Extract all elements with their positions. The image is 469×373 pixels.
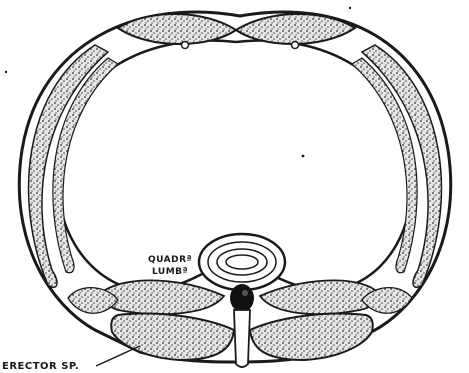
speck bbox=[302, 155, 305, 158]
erector-spinae-right bbox=[250, 313, 373, 360]
epigastric-vessel-left bbox=[182, 42, 189, 49]
erector-leader-line bbox=[96, 346, 140, 366]
epigastric-vessel-right bbox=[292, 42, 299, 49]
quadratus-lumborum-left bbox=[103, 280, 224, 314]
erector-label: ERECTOR SP. bbox=[2, 361, 79, 372]
spinal-canal bbox=[230, 284, 254, 312]
spinous-process bbox=[234, 310, 250, 367]
quadratus-label-line1: QUADRª bbox=[148, 255, 192, 265]
spinal-canal-highlight bbox=[242, 290, 248, 296]
speck bbox=[349, 7, 351, 9]
speck bbox=[5, 71, 7, 73]
quadratus-label-line2: LUMBª bbox=[152, 267, 188, 277]
quadratus-lumborum-right bbox=[260, 280, 377, 314]
erector-spinae-left bbox=[111, 313, 234, 360]
